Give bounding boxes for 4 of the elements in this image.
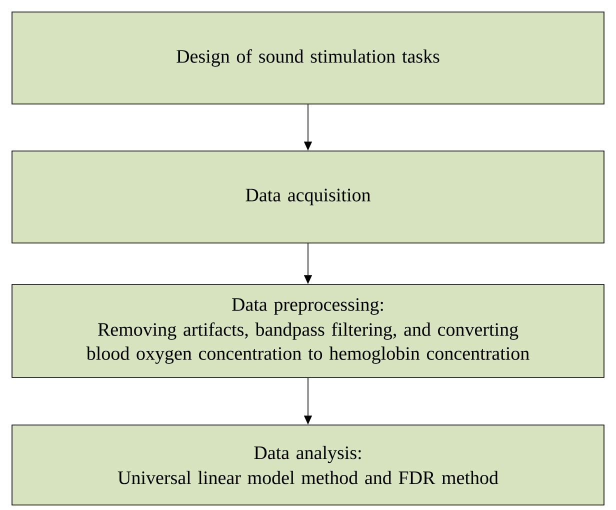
process-box: Data acquisition [12,150,604,244]
process-box: Data preprocessing: Removing artifacts, bandpass filtering, and converting blood oxygen concentration to hemoglobin concentration [12,284,604,378]
process-box: Design of sound stimulation tasks [12,12,604,104]
process-box: Data analysis: Universal linear model method and FDR method [12,424,604,506]
